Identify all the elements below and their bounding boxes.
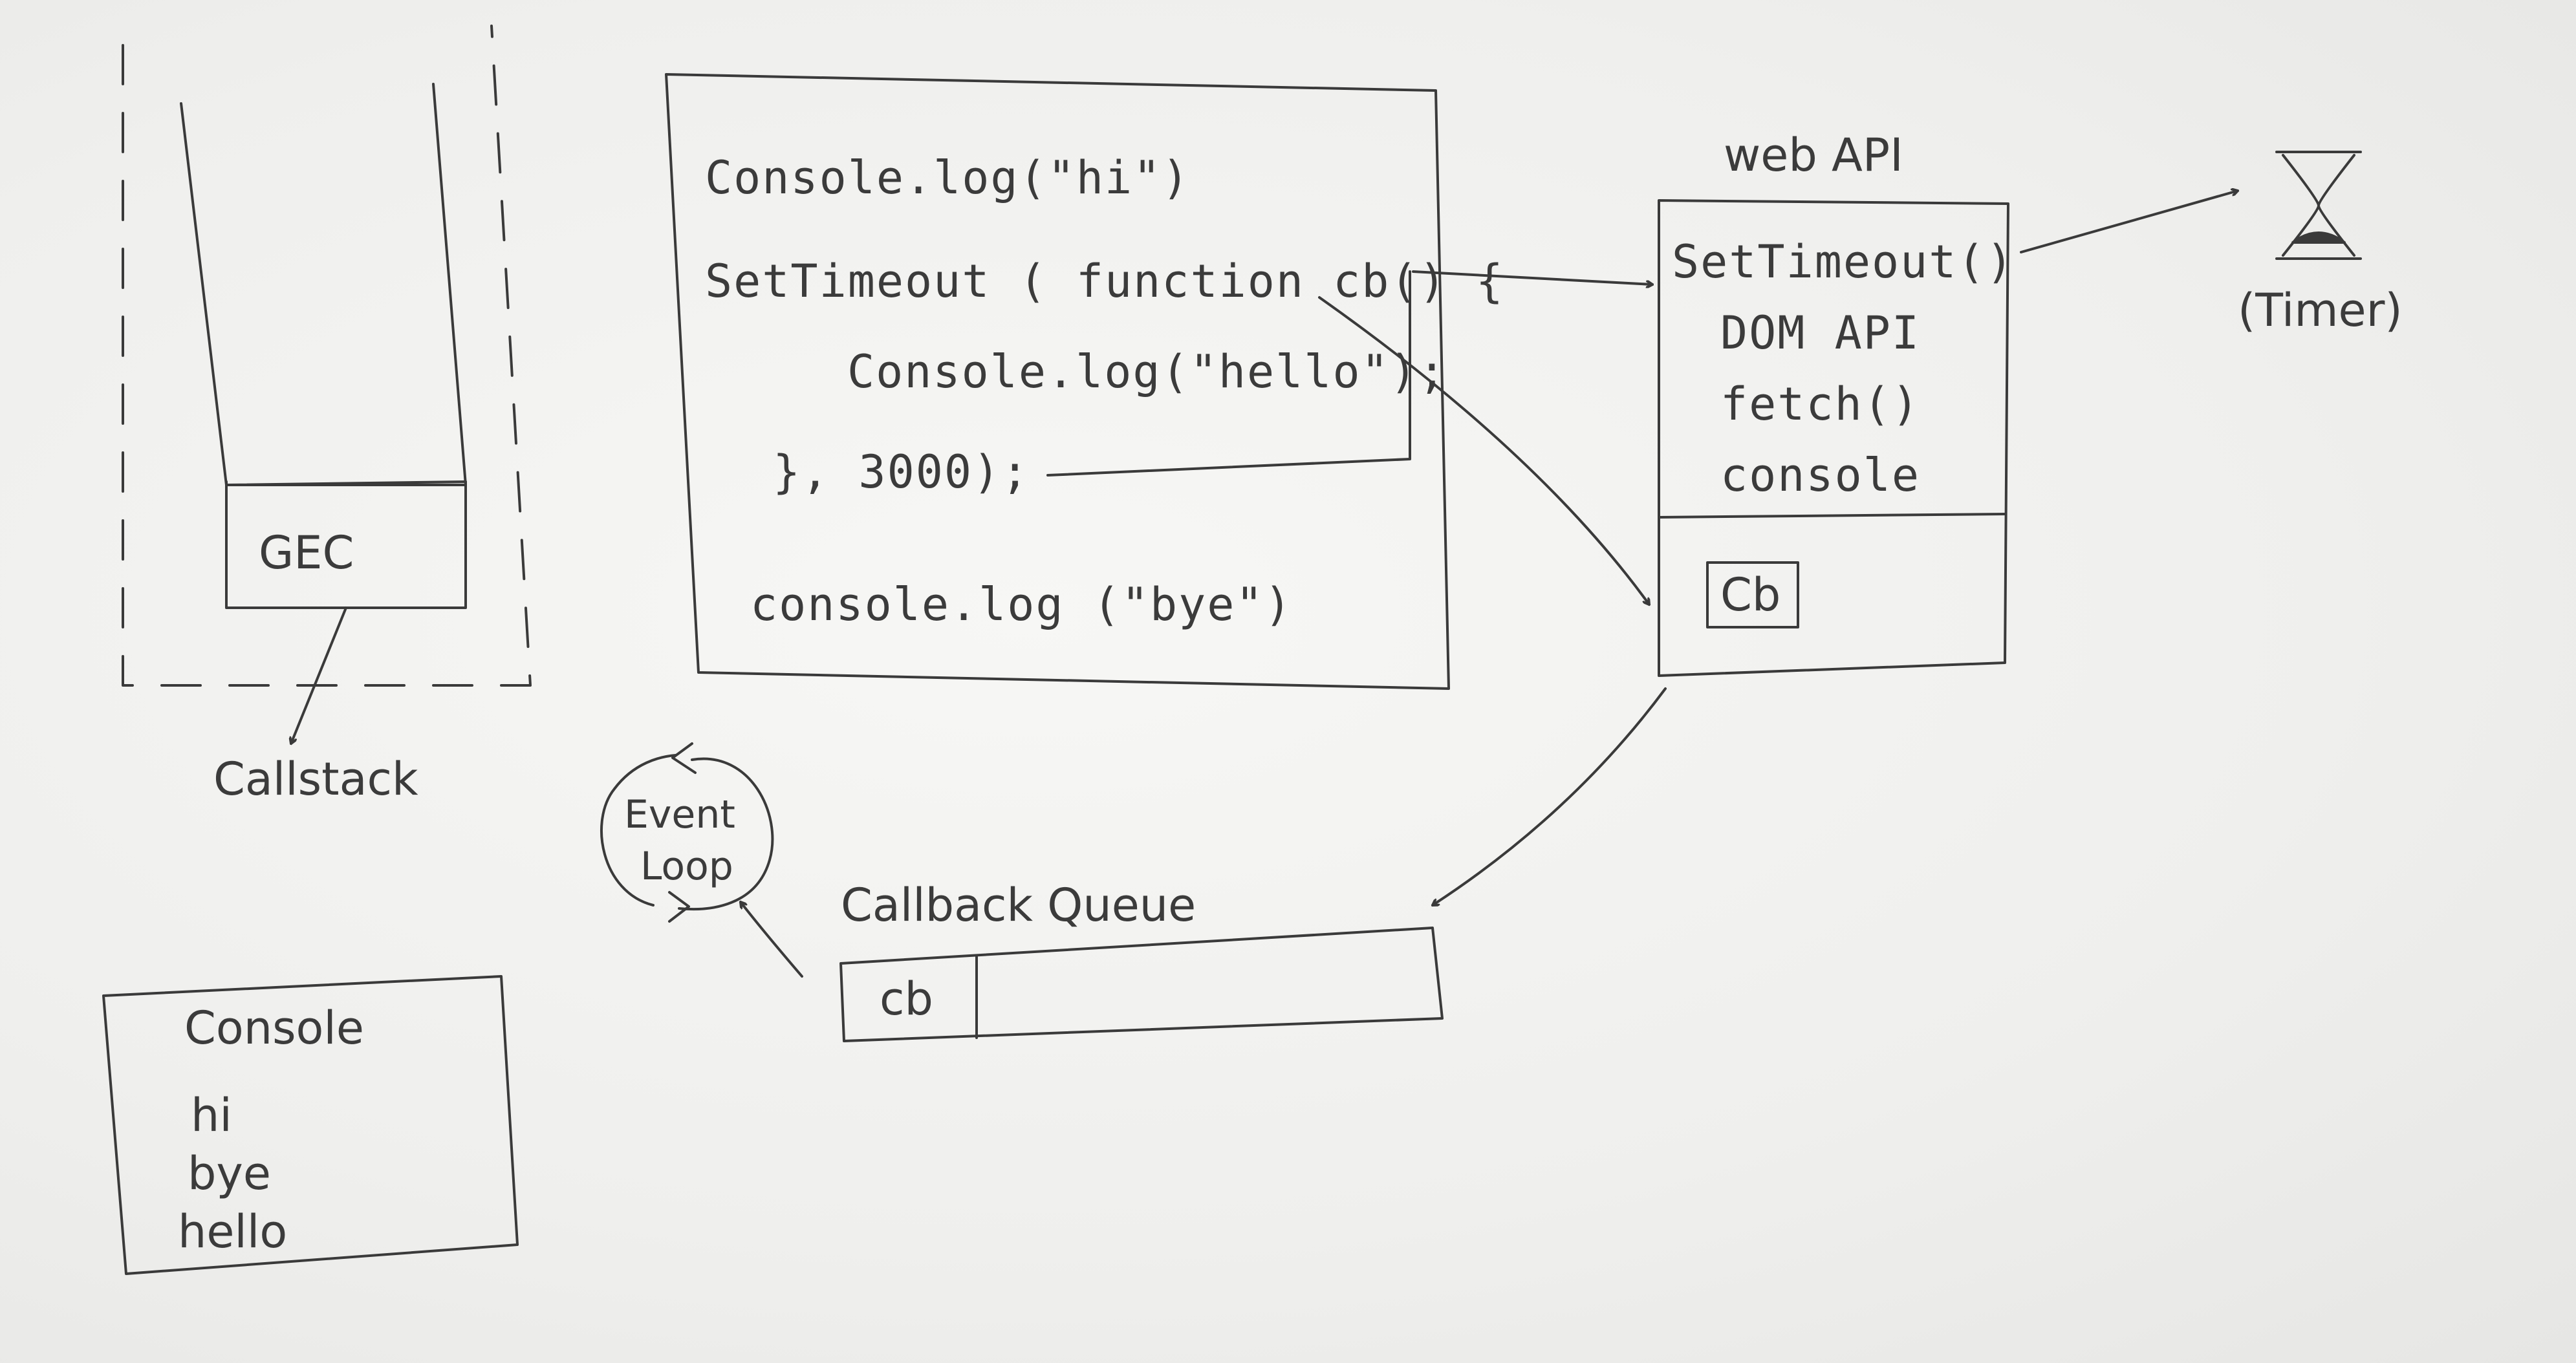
webapi-box-outline: [1658, 199, 2009, 677]
cb-register-arrow: [1318, 296, 1649, 605]
webapi-item-dom-api: DOM API: [1720, 306, 1921, 360]
code-line-5: console.log ("bye"): [750, 578, 1293, 631]
settimeout-arrow: [1412, 270, 1652, 284]
code-line-3: Console.log("hello");: [847, 345, 1447, 398]
webapi-item-fetch: fetch(): [1720, 378, 1921, 431]
event-loop-label-1: Event: [624, 792, 735, 837]
code-box-outline: [665, 73, 1450, 690]
console-line-hi: hi: [191, 1089, 232, 1142]
gec-frame: GEC: [259, 526, 354, 579]
callstack-label: Callstack: [213, 753, 418, 806]
webapi-item-settimeout: SetTimeout(): [1672, 235, 2015, 288]
webapi-item-console: console: [1720, 449, 1921, 502]
console-line-bye: bye: [188, 1147, 271, 1200]
webapi-title: web API: [1724, 129, 1903, 182]
callback-queue-label: Callback Queue: [841, 879, 1196, 932]
code-line-4: }, 3000);: [773, 445, 1030, 499]
queue-arrow: [1433, 687, 1667, 905]
timer-arrow: [2020, 191, 2238, 253]
console-title: Console: [184, 1002, 364, 1055]
event-loop-outline: [600, 742, 774, 923]
hourglass-icon: [2275, 151, 2362, 260]
console-line-hello: hello: [178, 1205, 288, 1258]
callback-queue-item-cb: cb: [880, 972, 933, 1025]
event-loop-arrow: [741, 902, 803, 978]
code-line-2: SetTimeout ( function cb() {: [705, 255, 1505, 308]
callstack-outline: [122, 25, 532, 744]
console-box-outline: [102, 975, 519, 1275]
event-loop-label-2: Loop: [640, 844, 733, 889]
timer-label: (Timer): [2238, 284, 2403, 337]
webapi-callback-cb: Cb: [1720, 568, 1781, 621]
callback-queue-outline: [839, 927, 1444, 1042]
callback-bracket: [1046, 270, 1411, 477]
code-line-1: Console.log("hi"): [705, 151, 1191, 204]
